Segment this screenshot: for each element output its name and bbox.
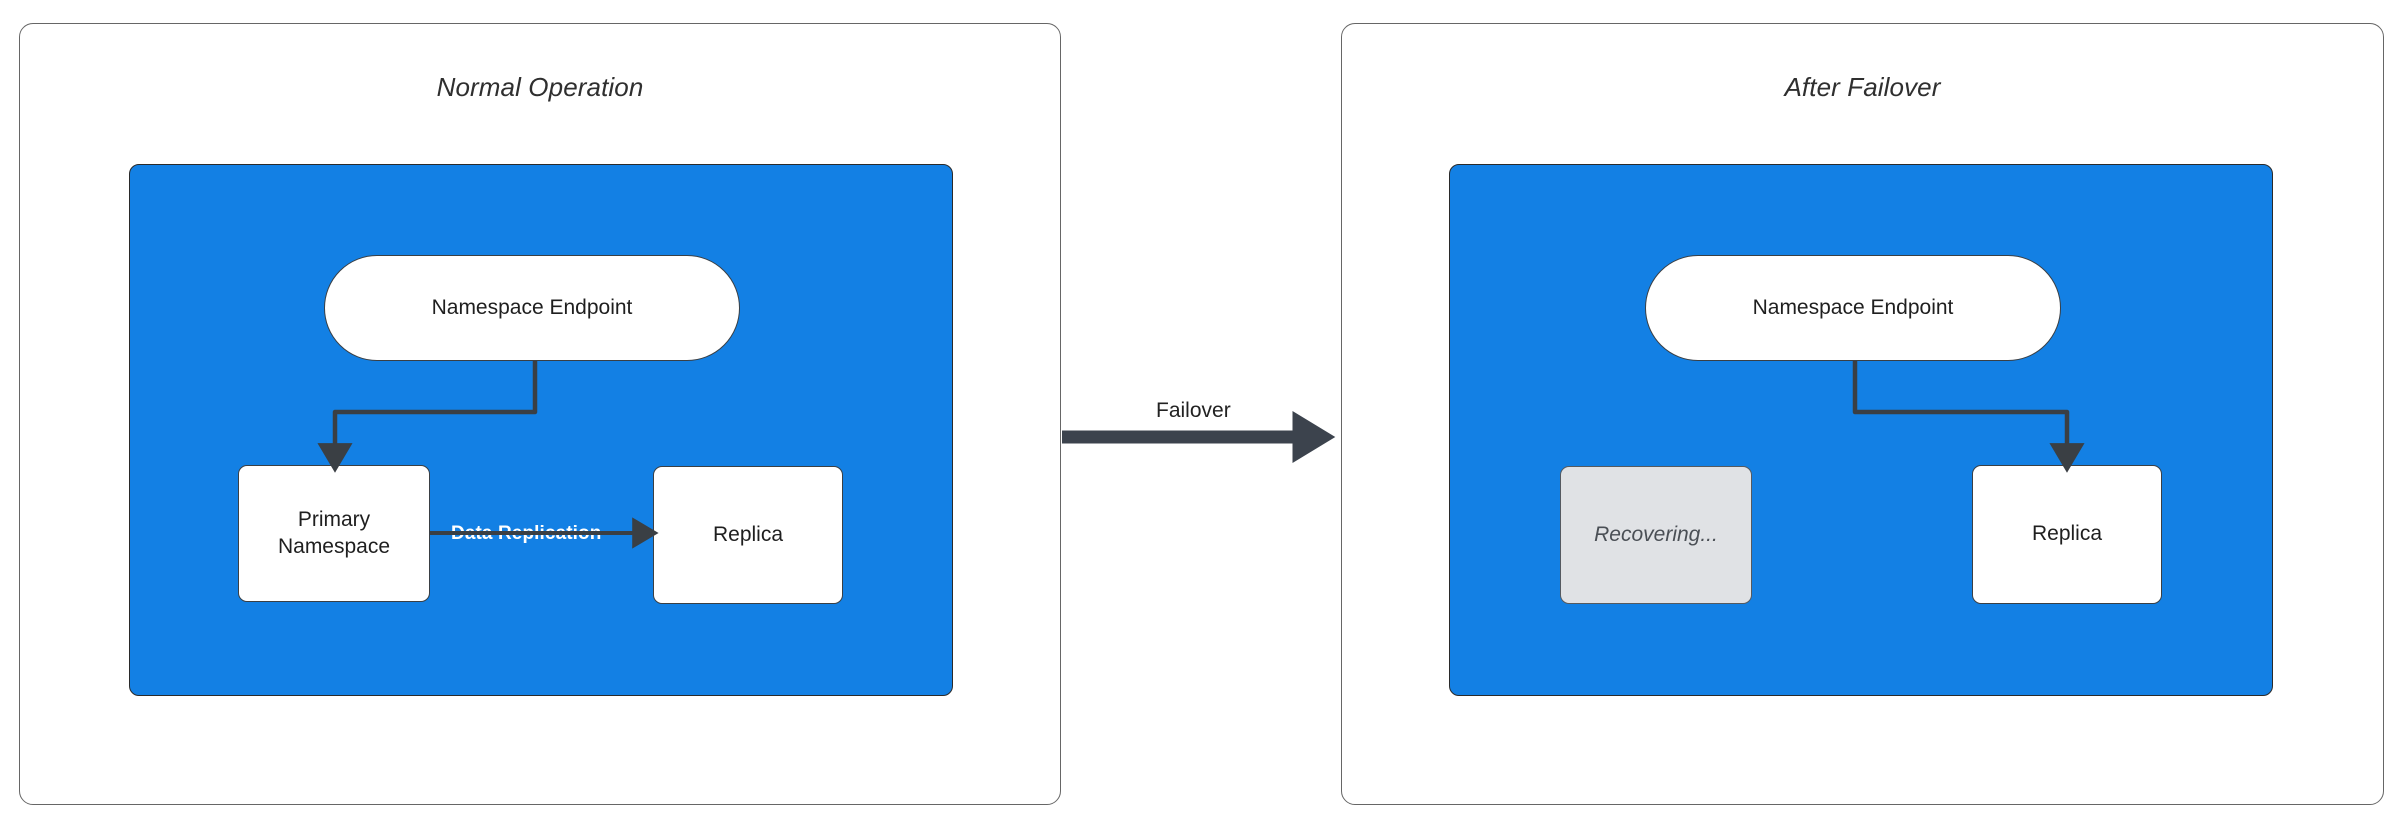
node-namespace-endpoint-left[interactable]: Namespace Endpoint xyxy=(324,255,740,361)
panel-title-after-failover: After Failover xyxy=(1784,72,1941,102)
node-primary-namespace[interactable]: Primary Namespace xyxy=(238,465,430,602)
node-label-primary-namespace: Primary Namespace xyxy=(278,507,390,560)
panel-title-normal-operation: Normal Operation xyxy=(436,72,644,102)
node-label: Replica xyxy=(712,522,784,546)
node-label: Namespace Endpoint xyxy=(1752,295,1954,319)
node-label-line2: Namespace xyxy=(277,534,391,558)
edge-label-data-replication: Data Replication xyxy=(451,523,602,544)
node-label: Replica xyxy=(2031,522,2103,546)
node-label: Recovering... xyxy=(1594,522,1718,546)
node-namespace-endpoint-right[interactable]: Namespace Endpoint xyxy=(1645,255,2061,361)
node-label: Namespace Endpoint xyxy=(431,295,633,319)
region-box-failover xyxy=(1449,164,2273,696)
node-recovering[interactable]: Recovering... xyxy=(1560,466,1752,604)
node-label-line1: Primary xyxy=(297,508,371,532)
node-replica-left[interactable]: Replica xyxy=(653,466,843,604)
node-replica-right[interactable]: Replica xyxy=(1972,465,2162,604)
region-box-primary xyxy=(129,164,953,696)
transition-label-failover: Failover xyxy=(1156,399,1231,422)
